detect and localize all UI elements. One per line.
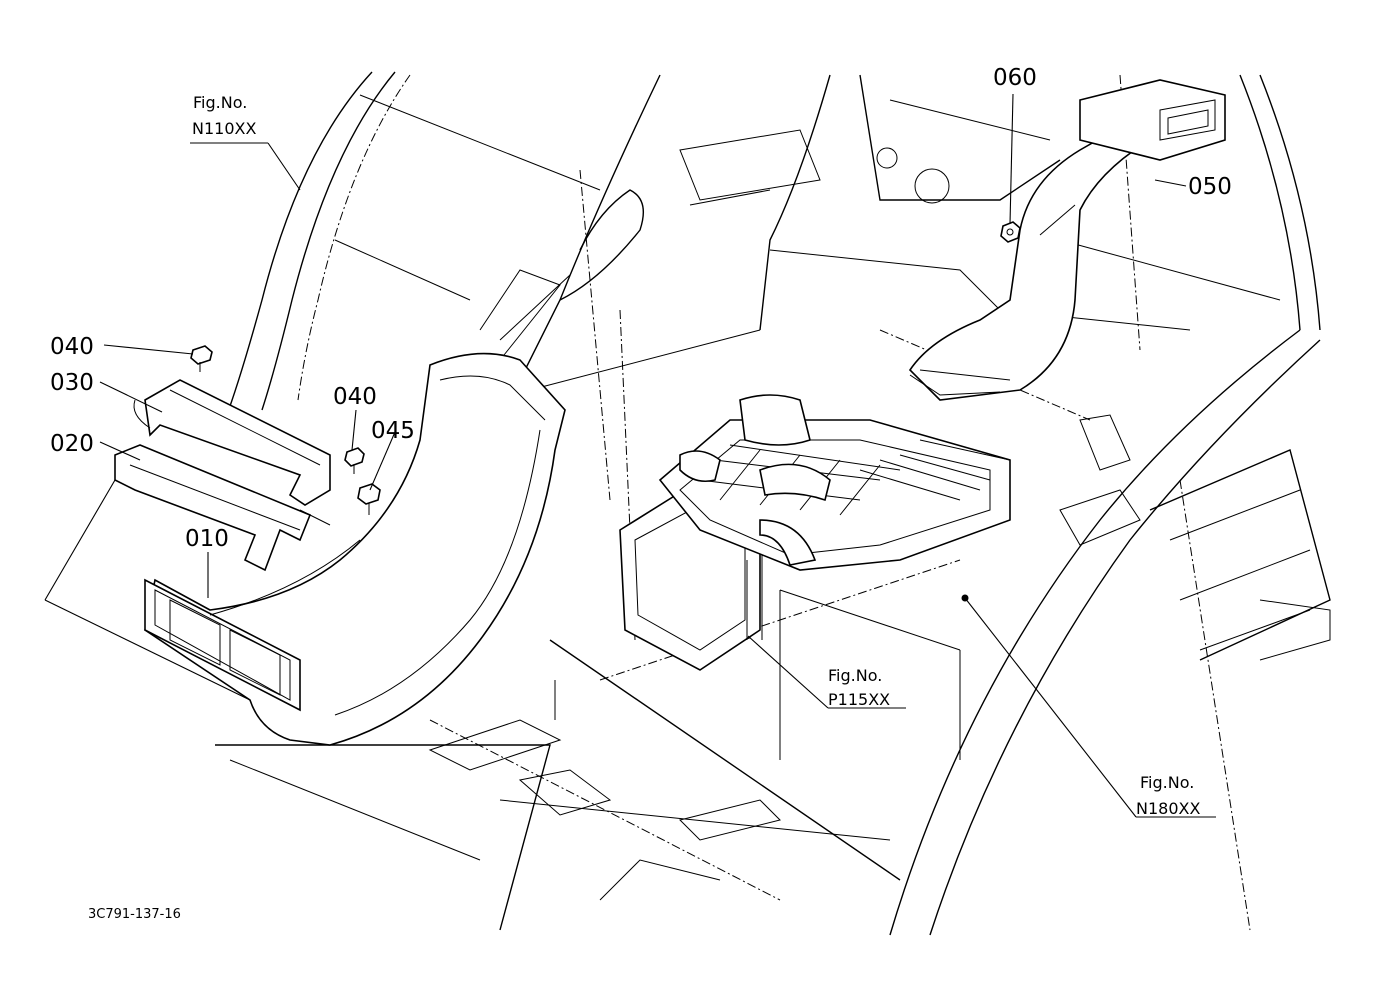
- part-label-050: 050: [1188, 174, 1232, 200]
- drawing-code: 3C791-137-16: [88, 907, 181, 922]
- fig-ref-p115-title: Fig.No.: [828, 666, 882, 685]
- part-label-040-center: 040: [333, 384, 377, 410]
- part-040-bolt-left: [190, 345, 213, 372]
- part-label-045: 045: [371, 418, 415, 444]
- part-label-060: 060: [993, 65, 1037, 91]
- part-045-screw: [357, 483, 381, 515]
- part-label-030: 030: [50, 370, 94, 396]
- cab-frame-right-wall: [859, 74, 1321, 351]
- fig-ref-n110-code: N110XX: [192, 119, 256, 138]
- fig-ref-n180-code: N180XX: [1136, 799, 1200, 818]
- cab-frame-left-arch: [224, 71, 601, 421]
- fig-ref-p115-code: P115XX: [828, 690, 890, 709]
- fig-ref-n180-title: Fig.No.: [1140, 773, 1194, 792]
- part-060-nut: [1000, 221, 1021, 243]
- cab-frame-center-wall: [479, 74, 831, 641]
- fig-ref-n110-title: Fig.No.: [193, 93, 247, 112]
- part-050-air-duct: [908, 79, 1226, 401]
- part-010-floor-duct: [144, 352, 566, 746]
- right-side-frame: [889, 329, 1331, 936]
- part-030-bracket: [133, 379, 331, 526]
- part-label-010: 010: [185, 526, 229, 552]
- heater-unit-assembly: [619, 394, 1011, 671]
- part-040-bolt-center: [344, 447, 365, 474]
- leader-lines: [44, 93, 1216, 818]
- part-label-040-left: 040: [50, 334, 94, 360]
- part-020-cover-panel: [114, 444, 312, 572]
- part-label-020: 020: [50, 431, 94, 457]
